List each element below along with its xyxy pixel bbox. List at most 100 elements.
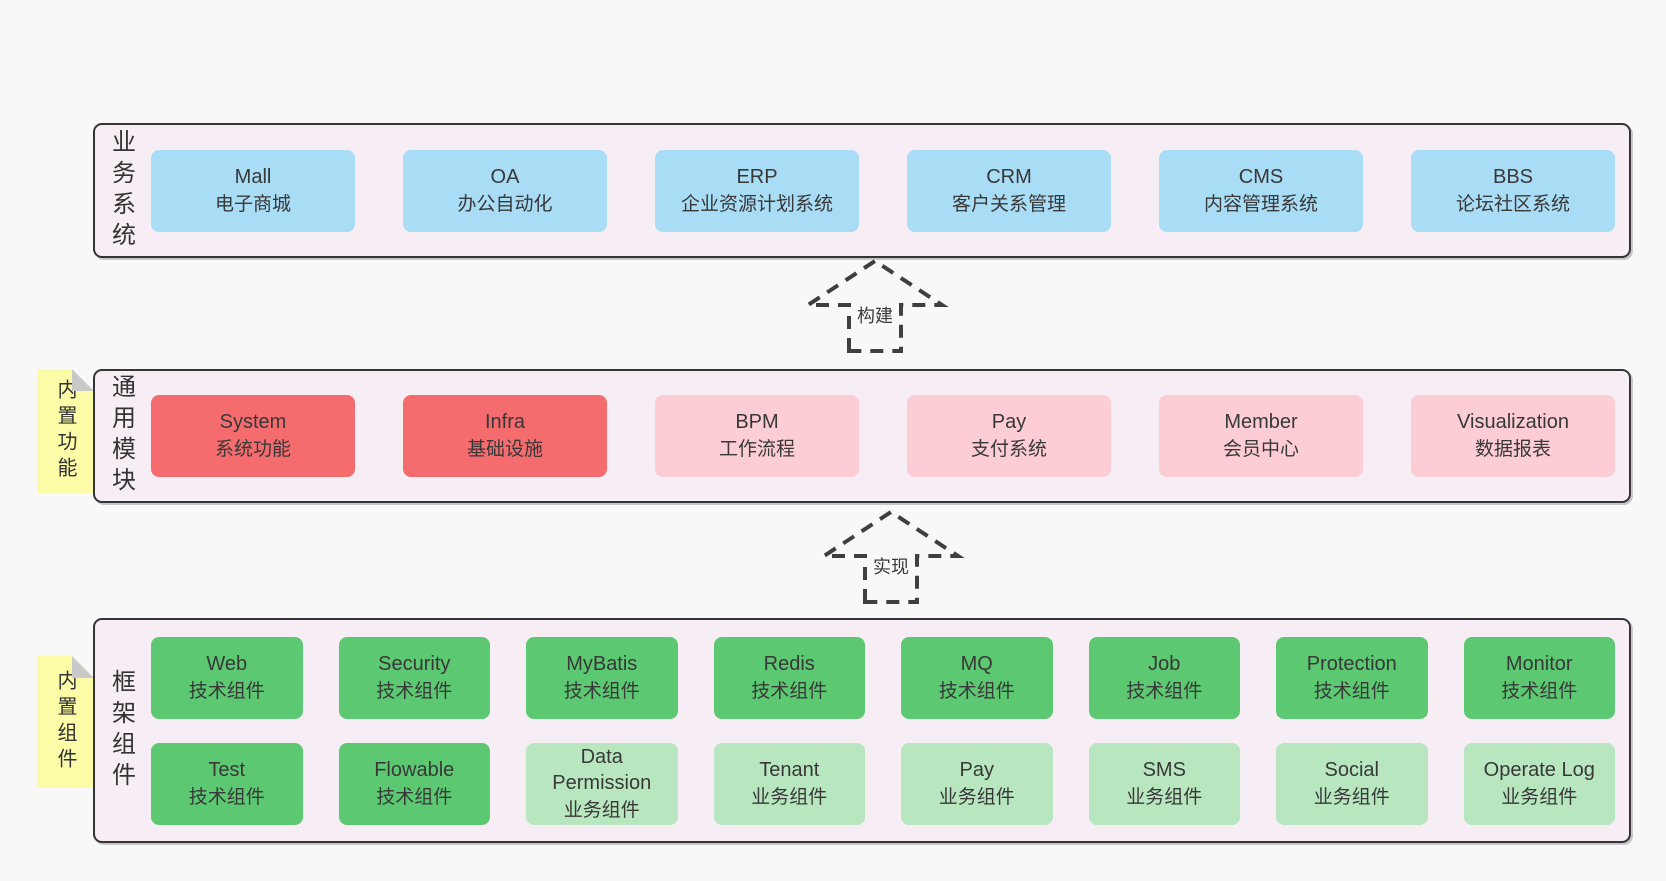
panel-label-text: 业务系统 [107,128,135,253]
box-subtitle: 技术组件 [376,680,453,702]
box-subtitle: 技术组件 [1126,680,1203,702]
panel-label-modules: 通用模块 [95,371,147,501]
box-title: Pay [991,411,1027,434]
box-data-permission: Data Permission 业务组件 [526,742,678,825]
box-subtitle: 论坛社区系统 [1455,193,1570,215]
box-visualization: Visualization 数据报表 [1411,395,1615,477]
box-oa: OA 办公自动化 [403,149,607,232]
box-title: CMS [1238,165,1284,188]
box-title: System [219,411,287,434]
box-subtitle: 系统功能 [214,439,291,461]
box-title: SMS [1142,758,1186,781]
box-cms: CMS 内容管理系统 [1159,149,1363,232]
box-flowable: Flowable 技术组件 [338,742,490,825]
box-title: BBS [1492,165,1534,188]
box-subtitle: 办公自动化 [457,193,553,215]
sticky-note-components: 内置组件 [37,656,94,788]
box-title: Test [208,758,246,781]
folded-corner-icon [72,656,94,678]
box-bpm: BPM 工作流程 [655,395,859,477]
box-social: Social 业务组件 [1276,742,1428,825]
box-protection: Protection 技术组件 [1276,636,1428,719]
box-subtitle: 电子商城 [214,193,291,215]
box-title: Tenant [759,758,820,781]
box-subtitle: 业务组件 [1313,786,1390,808]
box-title: Social [1324,758,1379,781]
arrow-implement: 实现 [816,509,966,605]
box-subtitle: 客户关系管理 [951,193,1066,215]
box-subtitle: 业务组件 [938,786,1015,808]
business-systems-panel: 业务系统 Mall 电子商城 OA 办公自动化 ERP 企业资源计划系统 CRM… [93,123,1631,258]
box-title: Redis [763,652,815,675]
box-title: CRM [986,165,1032,188]
box-member: Member 会员中心 [1159,395,1363,477]
box-sms: SMS 业务组件 [1088,742,1240,825]
box-pay-module: Pay 支付系统 [907,395,1111,477]
box-subtitle: 数据报表 [1474,439,1551,461]
box-title: Member [1224,411,1298,434]
box-operate-log: Operate Log 业务组件 [1463,742,1615,825]
sticky-note-functions: 内置功能 [37,369,94,493]
box-subtitle: 技术组件 [1501,680,1578,702]
arrow-implement-label: 实现 [869,551,913,581]
box-tenant: Tenant 业务组件 [713,742,865,825]
box-subtitle: 企业资源计划系统 [680,193,833,215]
panel-label-business: 业务系统 [95,125,147,256]
box-subtitle: 支付系统 [970,439,1047,461]
components-grid: Web 技术组件 Security 技术组件 MyBatis 技术组件 Redi… [147,620,1629,841]
box-security: Security 技术组件 [338,636,490,719]
box-subtitle: 业务组件 [1126,786,1203,808]
arrow-build: 构建 [800,258,950,354]
framework-components-panel: 框架组件 Web 技术组件 Security 技术组件 MyBatis 技术组件… [93,618,1631,843]
box-title: Pay [959,758,994,781]
box-bbs: BBS 论坛社区系统 [1411,149,1615,232]
box-subtitle: 业务组件 [1501,786,1578,808]
components-row-1: Web 技术组件 Security 技术组件 MyBatis 技术组件 Redi… [151,636,1615,719]
box-subtitle: 基础设施 [466,439,543,461]
box-title: Monitor [1505,652,1573,675]
box-title: Security [378,652,451,675]
arrow-up-icon [817,509,965,604]
box-subtitle: 业务组件 [563,799,640,821]
box-subtitle: 内容管理系统 [1203,193,1318,215]
box-mybatis: MyBatis 技术组件 [526,636,678,719]
box-subtitle: 技术组件 [563,680,640,702]
box-subtitle: 会员中心 [1222,439,1299,461]
box-redis: Redis 技术组件 [713,636,865,719]
box-title: MyBatis [566,652,638,675]
box-title: Data Permission [552,745,652,794]
box-title: Web [206,652,248,675]
modules-boxes-row: System 系统功能 Infra 基础设施 BPM 工作流程 Pay 支付系统… [147,371,1629,501]
box-title: Job [1148,652,1181,675]
arrow-build-label: 构建 [853,300,897,330]
box-mq: MQ 技术组件 [901,636,1053,719]
box-crm: CRM 客户关系管理 [907,149,1111,232]
box-title: OA [490,165,520,188]
box-infra: Infra 基础设施 [403,395,607,477]
box-title: MQ [960,652,993,675]
folded-corner-icon [72,369,94,391]
arrow-up-icon [801,258,949,353]
box-title: Mall [234,165,272,188]
box-title: Visualization [1457,411,1569,434]
common-modules-panel: 通用模块 System 系统功能 Infra 基础设施 BPM 工作流程 Pay… [93,369,1631,503]
business-boxes-row: Mall 电子商城 OA 办公自动化 ERP 企业资源计划系统 CRM 客户关系… [147,125,1629,256]
box-pay-component: Pay 业务组件 [901,742,1053,825]
note-text: 内置功能 [54,379,76,483]
box-subtitle: 技术组件 [376,786,453,808]
box-system: System 系统功能 [151,395,355,477]
box-subtitle: 技术组件 [938,680,1015,702]
box-subtitle: 技术组件 [1313,680,1390,702]
box-subtitle: 技术组件 [188,786,265,808]
box-test: Test 技术组件 [151,742,303,825]
box-title: Flowable [374,758,455,781]
box-mall: Mall 电子商城 [151,149,355,232]
box-web: Web 技术组件 [151,636,303,719]
note-text: 内置组件 [54,670,76,774]
box-erp: ERP 企业资源计划系统 [655,149,859,232]
box-subtitle: 技术组件 [188,680,265,702]
box-monitor: Monitor 技术组件 [1463,636,1615,719]
box-job: Job 技术组件 [1088,636,1240,719]
panel-label-text: 框架组件 [107,668,135,793]
